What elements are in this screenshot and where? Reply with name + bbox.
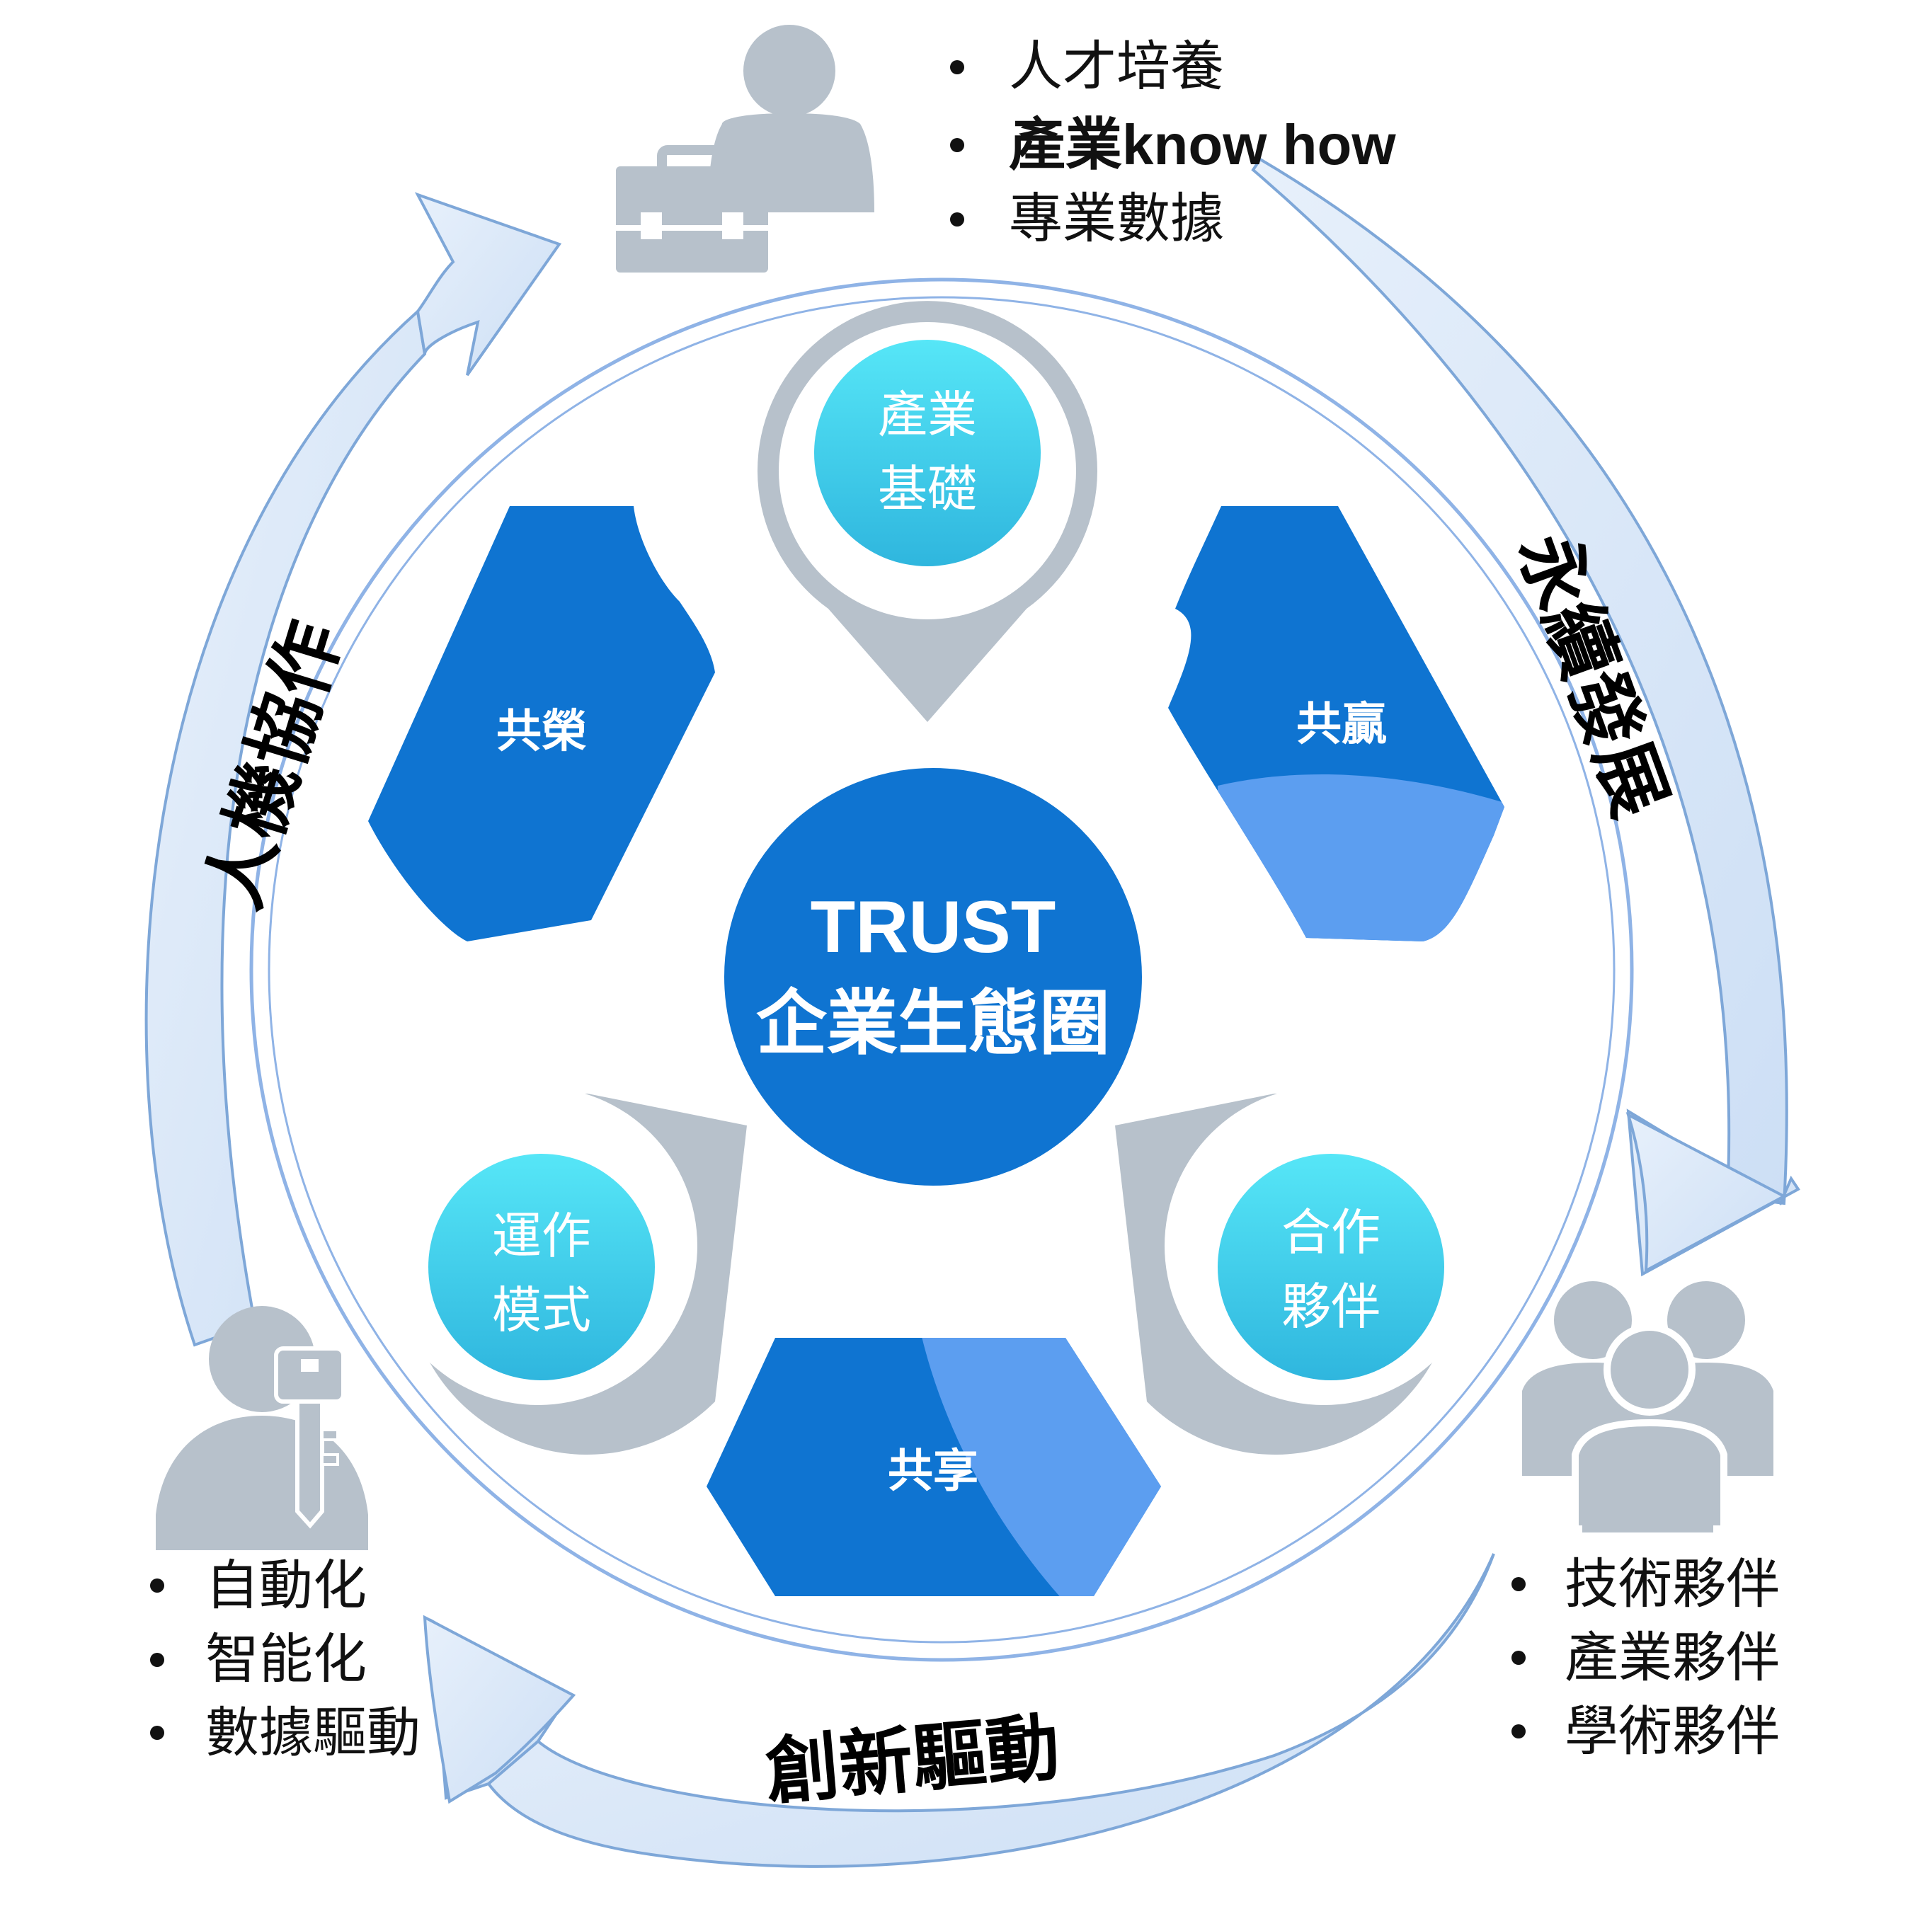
list-bottom-left-item-1: 自動化 bbox=[205, 1554, 367, 1617]
center-circle: TRUST 企業生態圈 bbox=[717, 761, 1149, 1193]
node-cooperation-partner-line1: 合作 bbox=[1281, 1203, 1381, 1261]
hexagon-gongrong-label: 共榮 bbox=[496, 706, 587, 758]
node-operation-model: 運作 模式 bbox=[428, 1154, 655, 1380]
list-top-item-2: 產業know how bbox=[1009, 113, 1396, 176]
list-top: 人才培養 產業know how 專業數據 bbox=[950, 35, 1396, 250]
hexagon-gongying-label: 共贏 bbox=[1296, 699, 1387, 751]
node-cooperation-partner: 合作 夥伴 bbox=[1218, 1154, 1444, 1380]
node-industry-foundation-line2: 基礎 bbox=[878, 460, 977, 518]
bottom-arrow bbox=[423, 1553, 1495, 1868]
node-operation-model-line2: 模式 bbox=[492, 1281, 591, 1339]
node-industry-foundation-line1: 產業 bbox=[878, 386, 977, 444]
list-bottom-right: 技術夥伴 產業夥伴 學術夥伴 bbox=[1511, 1552, 1780, 1763]
list-top-item-3: 專業數據 bbox=[1009, 187, 1224, 250]
list-bottom-left-item-2: 智能化 bbox=[205, 1627, 367, 1690]
node-operation-model-line1: 運作 bbox=[492, 1207, 591, 1265]
center-title-en: TRUST bbox=[811, 886, 1056, 968]
list-top-item-1: 人才培養 bbox=[1009, 35, 1224, 98]
center-title-zh: 企業生態圈 bbox=[756, 982, 1110, 1065]
list-bottom-right-item-2: 產業夥伴 bbox=[1565, 1626, 1780, 1689]
arc-label-bottom: 創新驅動 bbox=[762, 1704, 1063, 1816]
list-bottom-right-item-3: 學術夥伴 bbox=[1565, 1700, 1780, 1763]
person-with-key-icon bbox=[156, 1306, 368, 1550]
list-bottom-right-item-1: 技術夥伴 bbox=[1565, 1552, 1780, 1615]
hexagon-gongxiang-label: 共享 bbox=[888, 1445, 978, 1498]
hexagon-gongying: 共贏 bbox=[1168, 506, 1504, 941]
left-arrow bbox=[144, 192, 562, 1347]
person-with-briefcase-icon bbox=[616, 25, 874, 273]
group-of-people-icon bbox=[1522, 1281, 1773, 1532]
right-arrow bbox=[1251, 157, 1800, 1277]
list-bottom-left-item-3: 數據驅動 bbox=[205, 1701, 421, 1764]
node-industry-foundation: 產業 基礎 bbox=[814, 340, 1041, 566]
hexagon-gongrong: 共榮 bbox=[368, 506, 715, 941]
node-cooperation-partner-line2: 夥伴 bbox=[1281, 1278, 1381, 1336]
hexagon-gongxiang: 共享 bbox=[707, 1338, 1161, 1596]
list-bottom-left: 自動化 智能化 數據驅動 bbox=[150, 1554, 421, 1764]
outer-rings bbox=[249, 277, 1634, 1662]
